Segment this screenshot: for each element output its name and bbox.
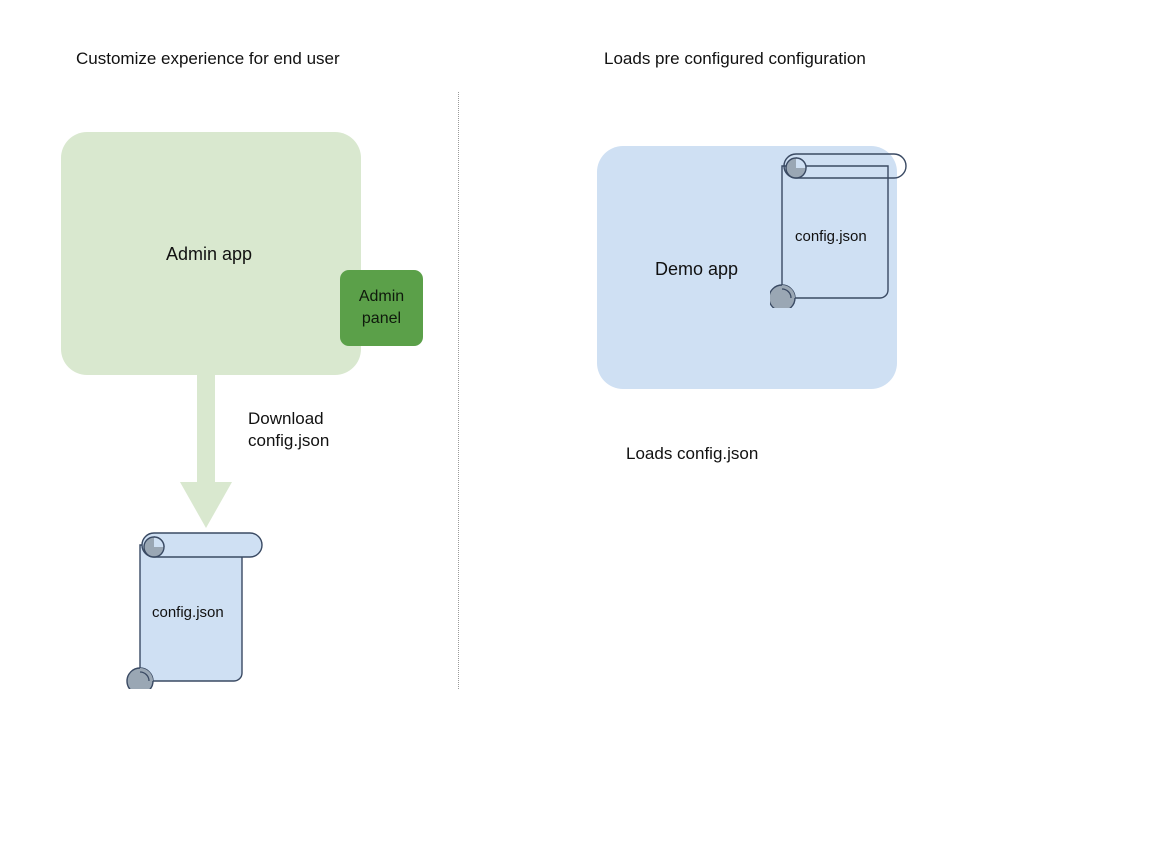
admin-panel-label-line1: Admin	[358, 288, 405, 305]
scroll-document-icon[interactable]	[770, 150, 910, 308]
arrow-down-icon	[180, 370, 232, 528]
demo-app-container: Demo app	[597, 146, 897, 389]
admin-app-label: Admin app	[166, 244, 253, 264]
right-panel-caption: Loads config.json	[626, 444, 759, 463]
download-arrow-label: Download config.json	[248, 408, 329, 452]
left-section-title: Customize experience for end user	[76, 49, 340, 68]
download-arrow-label-line2: config.json	[248, 431, 330, 450]
left-document-label: config.json	[152, 604, 224, 621]
vertical-dotted-divider-icon	[458, 92, 459, 689]
scroll-document-icon[interactable]	[118, 527, 266, 689]
demo-app-label: Demo app	[655, 259, 739, 279]
admin-panel-label-line2: panel	[361, 310, 402, 327]
admin-app-container: Admin app Admin panel	[61, 132, 423, 375]
admin-panel-label: Admin panel	[359, 286, 404, 330]
download-arrow-label-line1: Download	[248, 409, 324, 428]
right-document-label: config.json	[795, 228, 867, 245]
right-section-title: Loads pre configured configuration	[604, 49, 866, 68]
admin-panel-box[interactable]: Admin panel	[340, 270, 423, 346]
